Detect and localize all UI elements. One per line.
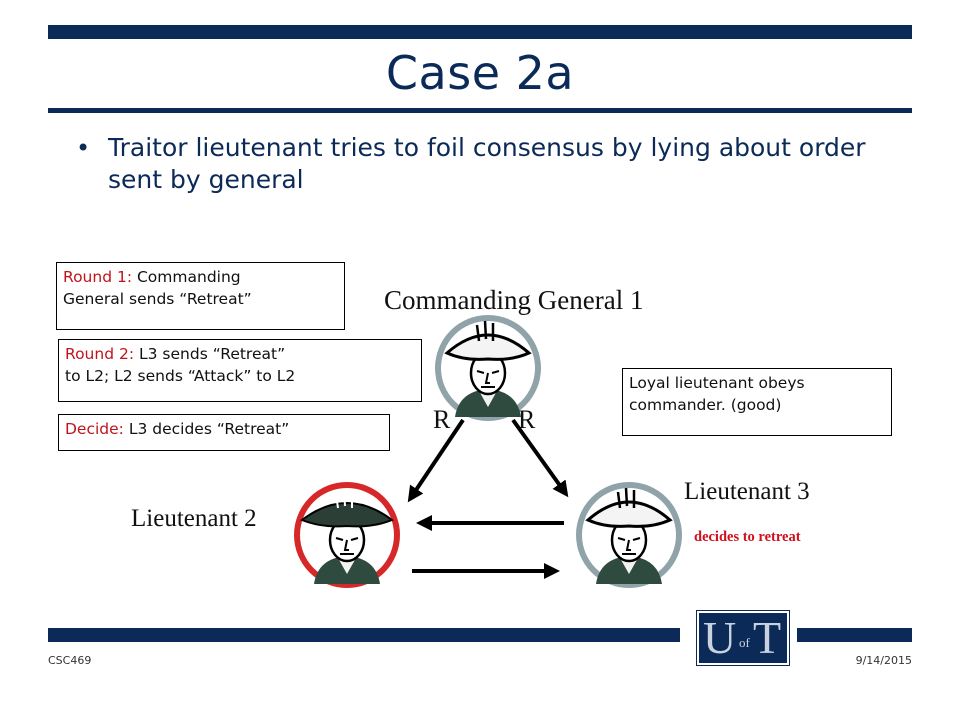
footer-bar-right [797,628,912,642]
lieutenant2-label: Lieutenant 2 [131,505,257,532]
arrow-general-to-lt3 [511,418,569,498]
lieutenant2-portrait-icon [294,482,400,588]
footer-bar-left [48,628,680,642]
decide-text: L3 decides “Retreat” [123,420,290,438]
decide-box: Decide: L3 decides “Retreat” [58,414,390,451]
arrow-general-to-lt2 [407,418,465,503]
bullet-text: Traitor lieutenant tries to foil consens… [108,133,866,194]
loyal-lieutenant-box: Loyal lieutenant obeys commander. (good) [622,368,892,436]
order-label-right: R [518,405,536,434]
round2-text-line1: L3 sends “Retreat” [134,345,286,363]
general-label: Commanding General 1 [384,285,644,315]
round1-label: Round 1: [63,268,133,286]
lieutenant3-decision: decides to retreat [694,529,801,545]
round2-label: Round 2: [65,345,135,363]
bullet-marker: • [76,134,91,162]
decide-label: Decide: [65,420,124,438]
university-logo: U of T [697,611,789,665]
loyal-text-line1: Loyal lieutenant obeys [629,374,805,392]
round1-box: Round 1: Commanding General sends “Retre… [56,262,345,330]
order-label-left: R [433,405,451,434]
round1-text-line2: General sends “Retreat” [63,290,252,308]
course-code: CSC469 [48,654,92,667]
lieutenant3-label: Lieutenant 3 [684,478,810,505]
top-bar [48,25,912,39]
round2-box: Round 2: L3 sends “Retreat” to L2; L2 se… [58,339,422,402]
slide-date: 9/14/2015 [855,654,912,667]
lieutenant3-portrait-icon [576,482,682,588]
loyal-text-line2: commander. (good) [629,396,782,414]
round1-text-line1: Commanding [132,268,241,286]
logo-letters-of: of [739,635,750,650]
logo-letter-u: U [703,612,737,663]
logo-letter-t: T [753,612,782,663]
round2-text-line2: to L2; L2 sends “Attack” to L2 [65,367,296,385]
slide-title: Case 2a [385,46,575,100]
general-portrait-icon [435,315,541,421]
title-rule [48,108,912,113]
